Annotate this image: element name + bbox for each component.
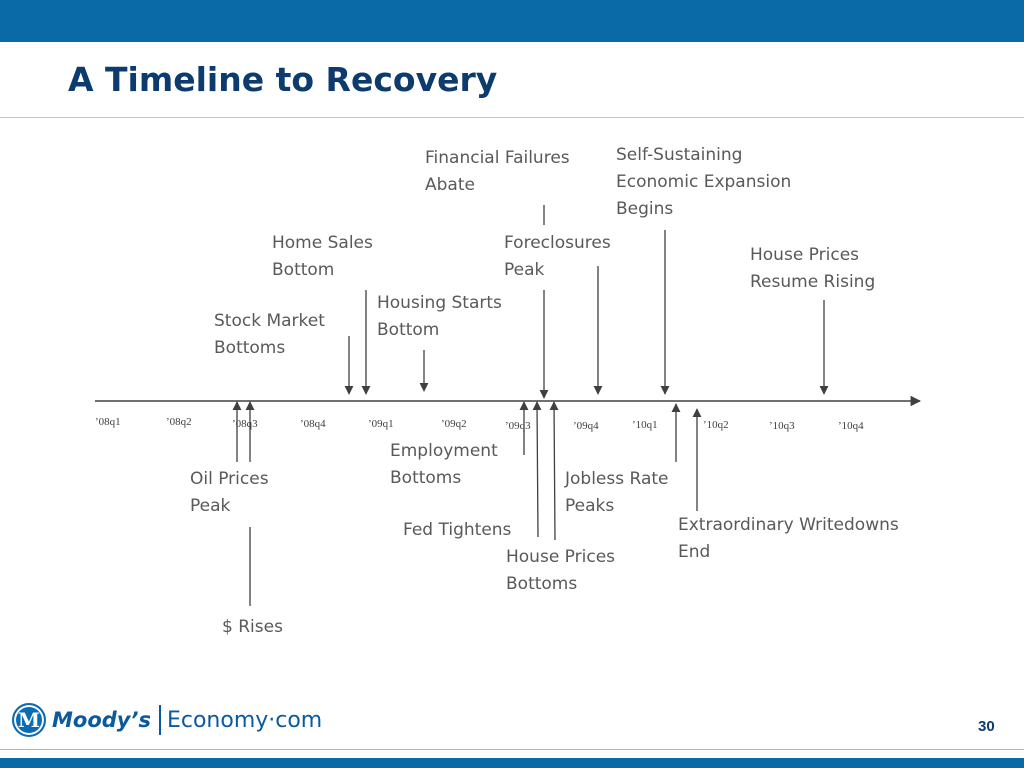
page-number: 30 <box>978 718 995 735</box>
tick-label: ’10q2 <box>703 419 729 431</box>
title-divider <box>0 117 1024 118</box>
tick-label: ’09q4 <box>573 420 599 432</box>
top-banner <box>0 0 1024 42</box>
footer-divider <box>0 749 1024 750</box>
event-employment-bottoms: Employment Bottoms <box>390 441 498 488</box>
moodys-seal-icon: M <box>12 703 46 737</box>
logo-divider <box>158 705 161 735</box>
event-fed-tightens: Fed Tightens <box>403 520 512 540</box>
event-extraordinary-writedowns-end: Extraordinary Writedowns End <box>678 515 899 562</box>
event-house-prices-bottoms: House Prices Bottoms <box>506 547 616 594</box>
tick-label: ’10q3 <box>769 420 795 432</box>
tick-label: ’08q2 <box>166 416 192 428</box>
event-foreclosures-peak: Foreclosures Peak <box>504 233 611 280</box>
tick-label: ’09q3 <box>505 420 531 432</box>
event-stock-market-bottoms: Stock Market Bottoms <box>214 311 325 358</box>
tick-label: ’10q4 <box>838 420 864 432</box>
tick-label: ’09q1 <box>368 418 394 430</box>
house-prices-bottom-arrow <box>549 401 559 541</box>
event-home-sales-bottom: Home Sales Bottom <box>272 233 373 280</box>
event-house-prices-resume-rising: House Prices Resume Rising <box>750 245 876 292</box>
logo-brand: Moody’s <box>52 708 151 732</box>
event-expansion-begins: Self-Sustaining Economic Expansion Begin… <box>616 145 792 219</box>
tick-label: ’08q3 <box>232 418 258 430</box>
logo-product: Economy·com <box>166 707 323 733</box>
event-oil-prices-peak: Oil Prices Peak <box>190 469 269 516</box>
event-dollar-rises: $ Rises <box>222 617 283 637</box>
tick-label: ’08q4 <box>300 418 326 430</box>
slide-title: A Timeline to Recovery <box>68 60 498 99</box>
tick-label: ’10q1 <box>632 419 658 431</box>
bottom-banner <box>0 758 1024 768</box>
tick-label: ’08q1 <box>95 416 121 428</box>
event-housing-starts-bottom: Housing Starts Bottom <box>377 293 502 340</box>
fed-tightens-arrow <box>532 401 542 538</box>
tick-label: ’09q2 <box>441 418 467 430</box>
moodys-economy-logo: M Moody’s Economy·com <box>12 702 322 738</box>
event-financial-failures-abate: Financial Failures Abate <box>425 148 570 195</box>
event-jobless-rate-peaks: Jobless Rate Peaks <box>565 469 669 516</box>
